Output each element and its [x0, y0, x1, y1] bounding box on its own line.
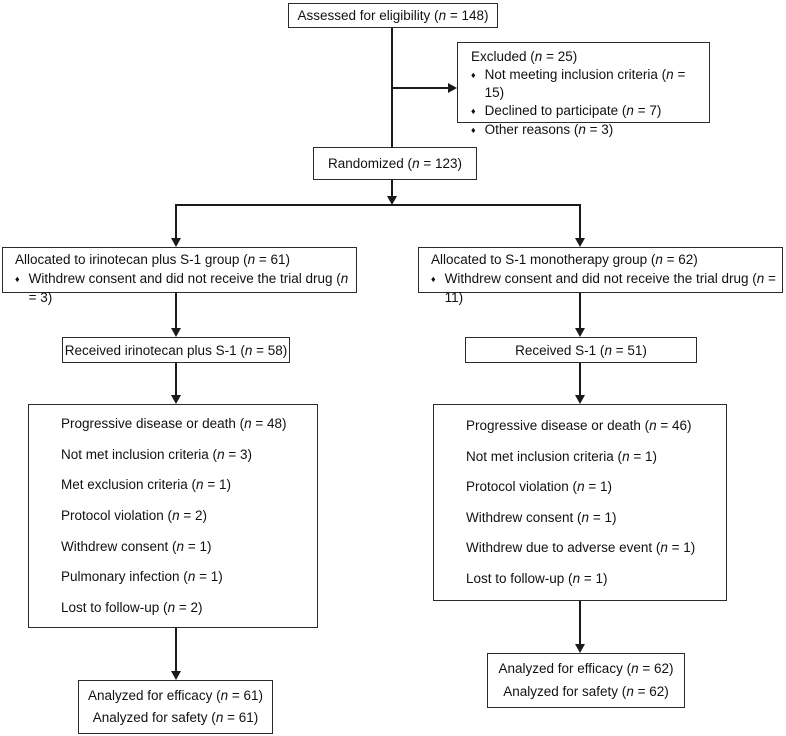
box-title: Allocated to S-1 monotherapy group (n = …	[431, 252, 698, 267]
connector-line	[579, 363, 581, 396]
list-item: ♦ Withdrew consent and did not receive t…	[431, 269, 778, 307]
diamond-bullet-icon: ♦	[471, 106, 476, 116]
list-item: Withdrew consent (n = 1)	[61, 538, 212, 554]
list-item-text: Other reasons (n = 3)	[484, 122, 614, 137]
arrow-down-icon	[575, 238, 585, 247]
diamond-bullet-icon: ♦	[471, 125, 476, 135]
connector-line	[579, 293, 581, 329]
diamond-bullet-icon: ♦	[15, 274, 20, 284]
list-item: Pulmonary infection (n = 1)	[61, 569, 223, 585]
received-irinotecan-s1-box: Received irinotecan plus S-1 (n = 58)	[62, 337, 290, 363]
list-item: Lost to follow-up (n = 1)	[466, 570, 608, 586]
list-item: ♦ Withdrew consent and did not receive t…	[15, 269, 352, 307]
arrow-down-icon	[171, 238, 181, 247]
arrow-down-icon	[575, 328, 585, 337]
list-item: Withdrew due to adverse event (n = 1)	[466, 540, 696, 556]
randomized-box: Randomized (n = 123)	[313, 147, 477, 180]
list-item-text: Declined to participate (n = 7)	[484, 103, 662, 118]
analyzed-s1-box: Analyzed for efficacy (n = 62) Analyzed …	[487, 653, 685, 708]
arrow-down-icon	[575, 395, 585, 404]
discontinued-irinotecan-s1-box: Progressive disease or death (n = 48) No…	[28, 404, 318, 628]
list-item: Met exclusion criteria (n = 1)	[61, 477, 231, 493]
list-item: ♦ Other reasons (n = 3)	[471, 121, 703, 140]
connector-line	[175, 204, 581, 206]
list-item: Analyzed for safety (n = 62)	[503, 683, 669, 699]
excluded-box: Excluded (n = 25) ♦ Not meeting inclusio…	[457, 42, 710, 137]
diamond-bullet-icon: ♦	[431, 274, 436, 284]
box-title: Randomized (n = 123)	[328, 156, 462, 171]
box-title: Excluded (n = 25)	[471, 49, 578, 64]
connector-line	[579, 601, 581, 645]
alloc-irinotecan-s1-box: Allocated to irinotecan plus S-1 group (…	[2, 247, 357, 305]
list-item: Not met inclusion criteria (n = 3)	[61, 446, 252, 462]
list-item: Progressive disease or death (n = 46)	[466, 418, 692, 433]
arrow-down-icon	[171, 395, 181, 404]
box-title: Received S-1 (n = 51)	[515, 342, 647, 358]
list-item: ♦ Not meeting inclusion criteria (n = 15…	[471, 66, 703, 102]
list-item: Protocol violation (n = 1)	[466, 479, 612, 495]
arrow-down-icon	[171, 328, 181, 337]
alloc-s1-monotherapy-box: Allocated to S-1 monotherapy group (n = …	[418, 247, 783, 305]
list-item: Withdrew consent (n = 1)	[466, 509, 617, 525]
list-item: Progressive disease or death (n = 48)	[61, 416, 287, 431]
list-item: ♦ Declined to participate (n = 7)	[471, 102, 703, 121]
list-item: Analyzed for safety (n = 61)	[92, 710, 259, 725]
list-item: Lost to follow-up (n = 2)	[61, 599, 203, 615]
list-item-text: Withdrew consent and did not receive the…	[444, 271, 776, 305]
connector-line	[175, 204, 177, 239]
connector-line	[175, 293, 177, 329]
list-item: Not met inclusion criteria (n = 1)	[466, 448, 657, 464]
connector-line	[175, 363, 177, 396]
diamond-bullet-icon: ♦	[471, 70, 476, 80]
connector-line	[391, 180, 393, 197]
arrow-right-icon	[448, 83, 457, 93]
list-item: Protocol violation (n = 2)	[61, 507, 207, 523]
analyzed-irinotecan-s1-box: Analyzed for efficacy (n = 61) Analyzed …	[78, 680, 273, 734]
box-title: Received irinotecan plus S-1 (n = 58)	[64, 342, 288, 358]
assessed-eligibility-box: Assessed for eligibility (n = 148)	[288, 3, 498, 28]
arrow-down-icon	[575, 644, 585, 653]
arrow-down-icon	[171, 671, 181, 680]
list-item-text: Withdrew consent and did not receive the…	[28, 271, 349, 305]
list-item: Analyzed for efficacy (n = 61)	[88, 688, 263, 703]
connector-line	[175, 628, 177, 672]
connector-line	[392, 87, 449, 89]
box-title: Assessed for eligibility (n = 148)	[297, 8, 489, 23]
received-s1-box: Received S-1 (n = 51)	[465, 337, 697, 363]
connector-line	[579, 204, 581, 239]
box-title: Allocated to irinotecan plus S-1 group (…	[15, 252, 291, 267]
list-item: Analyzed for efficacy (n = 62)	[498, 661, 674, 677]
arrow-down-icon	[387, 196, 397, 205]
list-item-text: Not meeting inclusion criteria (n = 15)	[484, 67, 686, 100]
discontinued-s1-box: Progressive disease or death (n = 46) No…	[433, 404, 727, 601]
